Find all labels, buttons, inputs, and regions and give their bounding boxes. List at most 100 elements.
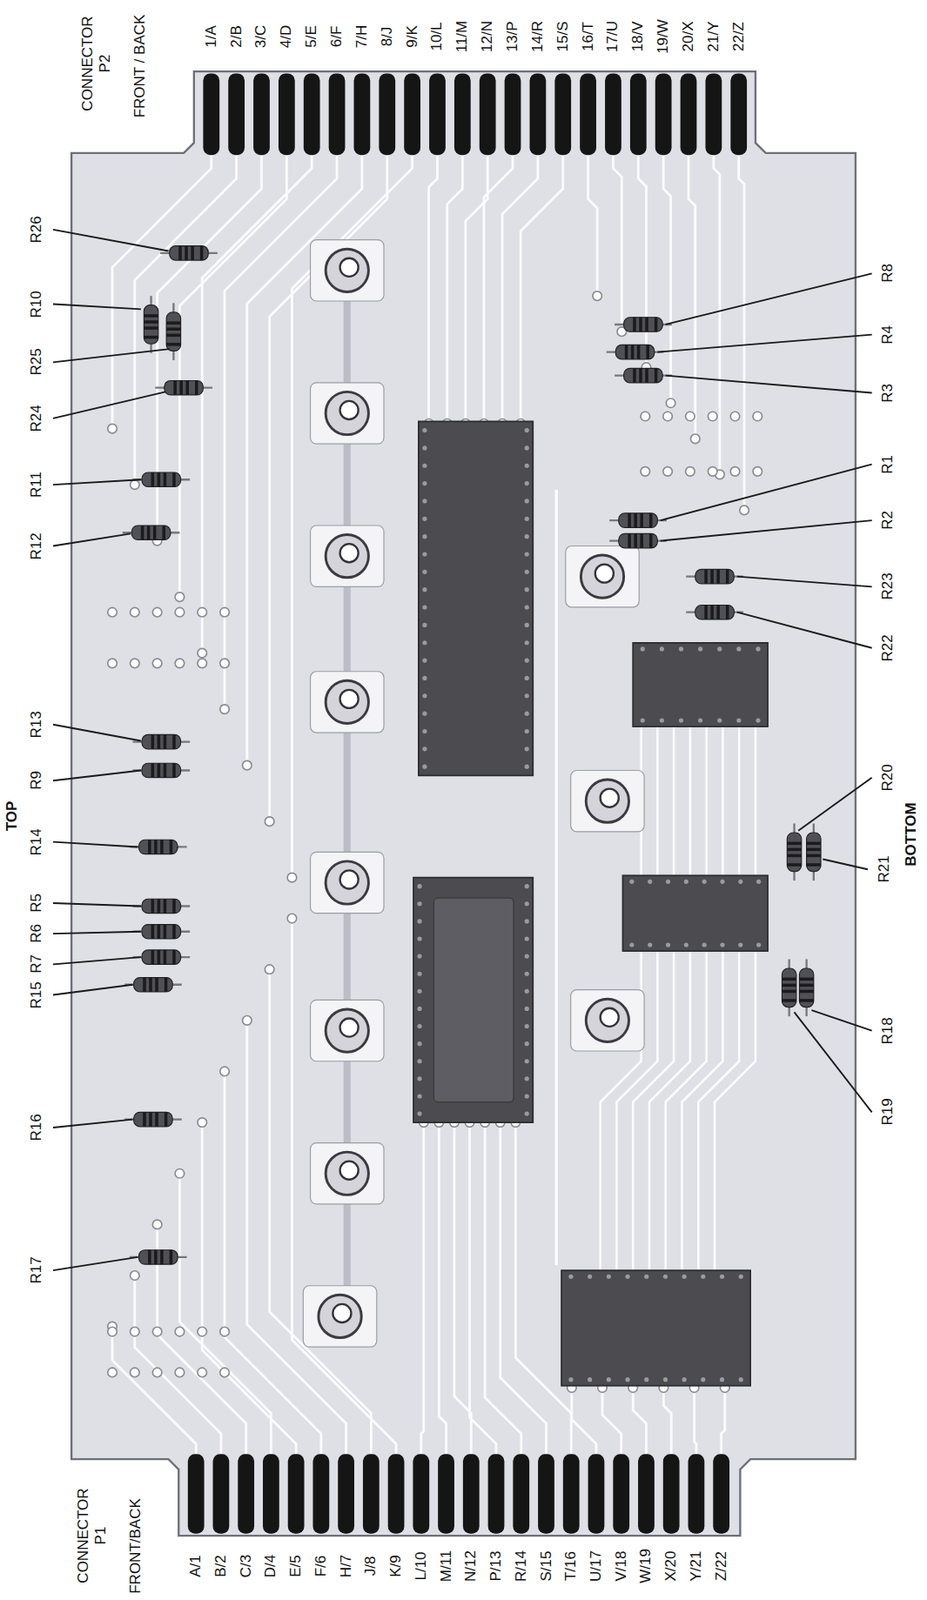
ic-pin [524, 765, 530, 770]
trace [447, 151, 464, 424]
connector-finger [488, 1454, 505, 1534]
pin-label: X/20 [662, 1551, 680, 1583]
trace [554, 490, 558, 1266]
ic-pin [524, 640, 530, 645]
solder-pad [690, 434, 700, 444]
pin-label: M/11 [437, 1551, 456, 1584]
resistor-symbol [160, 246, 218, 261]
solder-pad [220, 1327, 230, 1337]
leader-line [660, 520, 873, 541]
connector-finger [278, 73, 296, 155]
trace [201, 151, 312, 654]
trace-group [112, 151, 756, 1463]
pin-label: R/14 [512, 1551, 531, 1583]
ic-pin [719, 1377, 725, 1383]
ic-pin [416, 1007, 422, 1012]
connector-finger [530, 73, 547, 155]
ic-pin [422, 729, 427, 734]
ic-pin [606, 1275, 612, 1280]
trace [269, 151, 388, 823]
ic-pin [736, 646, 741, 652]
trace [470, 1122, 497, 1462]
ic-pin [524, 901, 530, 907]
ic-pin [587, 1377, 592, 1383]
switch-lever [340, 258, 359, 277]
pin-label: L/10 [412, 1552, 430, 1582]
ic-chip [418, 421, 533, 776]
connector-finger [237, 1454, 255, 1534]
pin-label: W/19 [638, 1550, 656, 1586]
connector-finger [638, 1454, 655, 1534]
ic-pin [665, 879, 671, 885]
connector-finger [228, 73, 245, 155]
switch-nut [325, 1152, 369, 1196]
trace [612, 151, 622, 333]
solder-pad [220, 1067, 230, 1077]
resistor-symbol [132, 899, 190, 914]
switch-mount [310, 1143, 384, 1205]
switch-mount [310, 525, 384, 587]
pin-label: 18/V [630, 21, 648, 53]
connector-finger [537, 1454, 555, 1534]
callout-number: R1 [879, 455, 898, 475]
leader-line [53, 1257, 138, 1271]
trace [224, 1071, 322, 1462]
trace [698, 951, 739, 1271]
switch-lever [600, 1008, 619, 1028]
switch-mount [310, 852, 384, 914]
trace [483, 151, 513, 424]
callout-number: R2 [879, 510, 898, 531]
ic-pin [682, 1275, 687, 1280]
solder-pad [685, 467, 696, 477]
connector-finger [437, 1454, 455, 1534]
solder-pad [220, 705, 230, 715]
solder-pad [220, 1368, 230, 1378]
ic-pin [524, 693, 530, 699]
pin-label: 16/T [579, 21, 598, 52]
ic-pin [524, 551, 530, 557]
switch-nut [325, 861, 369, 905]
trace [656, 726, 659, 876]
ic-pin [524, 517, 530, 522]
ic-pin [678, 646, 684, 652]
ic-pin [738, 1275, 744, 1280]
callout-number: R18 [879, 1017, 898, 1045]
ic-pin [738, 1377, 744, 1383]
leader-line [53, 229, 169, 252]
solder-pad [752, 411, 763, 422]
connector-finger [705, 73, 722, 155]
switch-lever [340, 544, 359, 563]
trace [438, 1122, 446, 1462]
ic-pin [678, 718, 684, 723]
connector-finger [655, 73, 672, 155]
resistor-symbol [132, 763, 190, 778]
connector-finger [579, 73, 597, 155]
solder-pad [130, 658, 141, 669]
callout-number: R4 [879, 325, 898, 345]
resistor-symbol [122, 525, 181, 540]
ic-pin [700, 1275, 706, 1280]
solder-pad [174, 592, 185, 603]
ic-pin [629, 879, 634, 885]
ic-pin [416, 1024, 422, 1029]
ic-pin [624, 1275, 630, 1280]
resistor-symbol [166, 302, 181, 361]
ic-pin [524, 587, 530, 592]
solder-pad [730, 411, 740, 422]
ic-pin [422, 498, 427, 504]
leader-line [53, 349, 170, 363]
solder-pad [739, 505, 750, 516]
ic-pin [422, 604, 427, 610]
pin-label: 21/Y [705, 21, 723, 53]
ic-pin [416, 1059, 422, 1064]
ic-pin [524, 1059, 530, 1064]
solder-pad [130, 1327, 141, 1337]
ic-pin [422, 746, 427, 752]
ic-pin [647, 942, 652, 948]
ic-pin [416, 1041, 422, 1047]
connector-finger [454, 73, 471, 155]
trace [738, 726, 741, 876]
ic-pin [416, 954, 422, 960]
